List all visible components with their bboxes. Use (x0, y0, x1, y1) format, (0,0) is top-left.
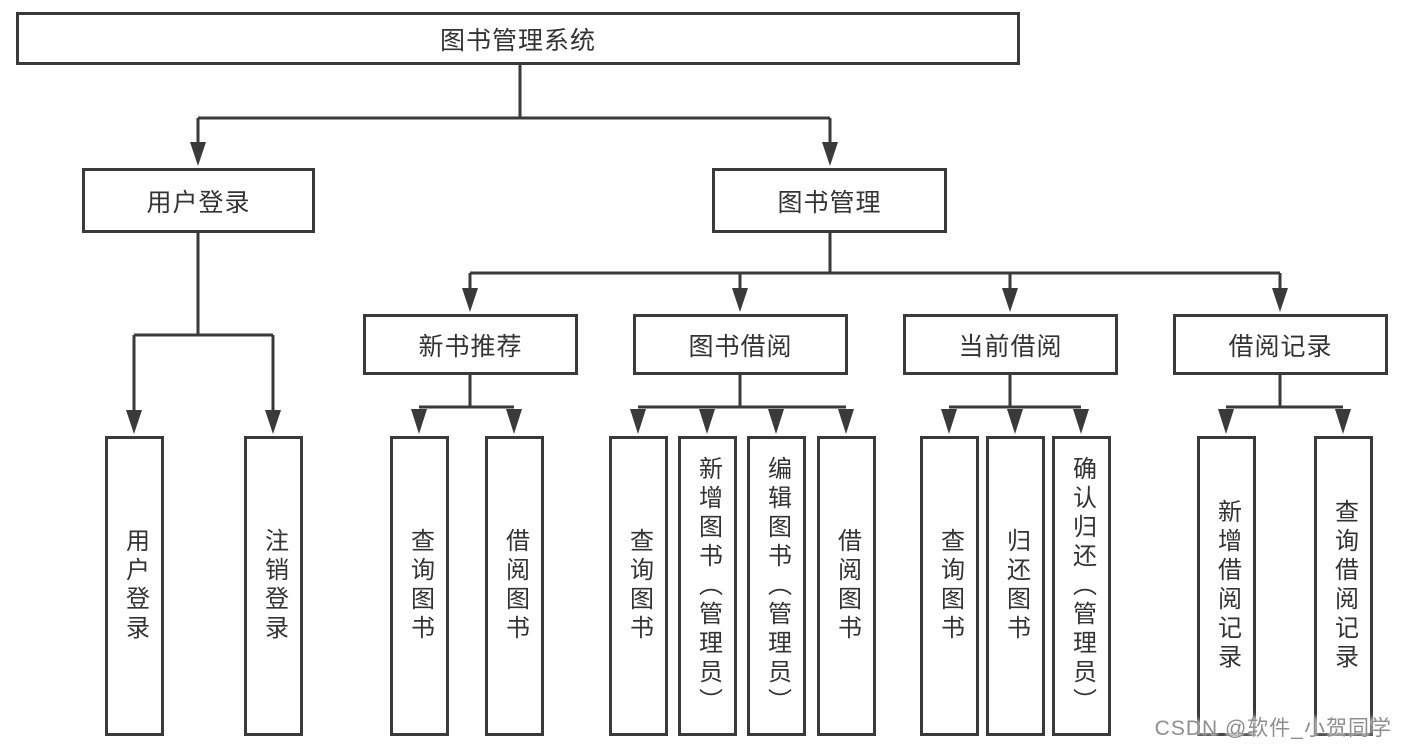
node-user-login: 用户登录 (82, 168, 315, 233)
leaf-add-borrow-record: 新增借阅记录 (1197, 436, 1256, 736)
leaf-borrow-books: 借阅图书 (817, 436, 876, 736)
node-label: 图书借阅 (688, 332, 793, 361)
node-label: 用户登录 (146, 188, 251, 217)
node-library-management-system: 图书管理系统 (16, 12, 1020, 65)
leaf-label: 查询图书 (625, 528, 653, 644)
leaf-label: 借阅图书 (833, 528, 861, 644)
node-label: 借阅记录 (1228, 332, 1333, 361)
leaf-query-books-borrow: 查询图书 (609, 436, 668, 736)
node-label: 图书管理 (777, 188, 882, 217)
node-book-management: 图书管理 (712, 168, 947, 233)
leaf-label: 查询图书 (936, 528, 964, 644)
leaf-label: 归还图书 (1002, 528, 1030, 644)
leaf-label: 查询借阅记录 (1330, 499, 1358, 673)
node-label: 图书管理系统 (439, 26, 596, 55)
leaf-borrow-books-recommend: 借阅图书 (485, 436, 544, 736)
leaf-confirm-return-admin: 确认归还（管理员） (1052, 436, 1111, 736)
leaf-query-books-current: 查询图书 (920, 436, 979, 736)
csdn-watermark: CSDN @软件_小贺同学 (1154, 717, 1392, 740)
leaf-edit-books-admin: 编辑图书（管理员） (747, 436, 806, 736)
leaf-label: 新增借阅记录 (1213, 499, 1241, 673)
leaf-label: 查询图书 (406, 528, 434, 644)
leaf-user-login: 用户登录 (105, 436, 164, 736)
leaf-label: 借阅图书 (501, 528, 529, 644)
leaf-return-books: 归还图书 (986, 436, 1045, 736)
leaf-label: 新增图书（管理员） (694, 455, 722, 717)
leaf-label: 注销登录 (260, 528, 288, 644)
node-new-book-recommend: 新书推荐 (363, 314, 578, 375)
node-label: 当前借阅 (958, 332, 1063, 361)
leaf-label: 确认归还（管理员） (1068, 455, 1096, 717)
node-current-borrow: 当前借阅 (903, 314, 1118, 375)
node-book-borrow: 图书借阅 (633, 314, 848, 375)
leaf-logout: 注销登录 (244, 436, 303, 736)
leaf-label: 编辑图书（管理员） (763, 455, 791, 717)
node-borrow-records: 借阅记录 (1173, 314, 1388, 375)
leaf-query-books-recommend: 查询图书 (390, 436, 449, 736)
leaf-label: 用户登录 (121, 528, 149, 644)
leaf-query-borrow-record: 查询借阅记录 (1314, 436, 1373, 736)
node-label: 新书推荐 (418, 332, 523, 361)
leaf-add-books-admin: 新增图书（管理员） (678, 436, 737, 736)
